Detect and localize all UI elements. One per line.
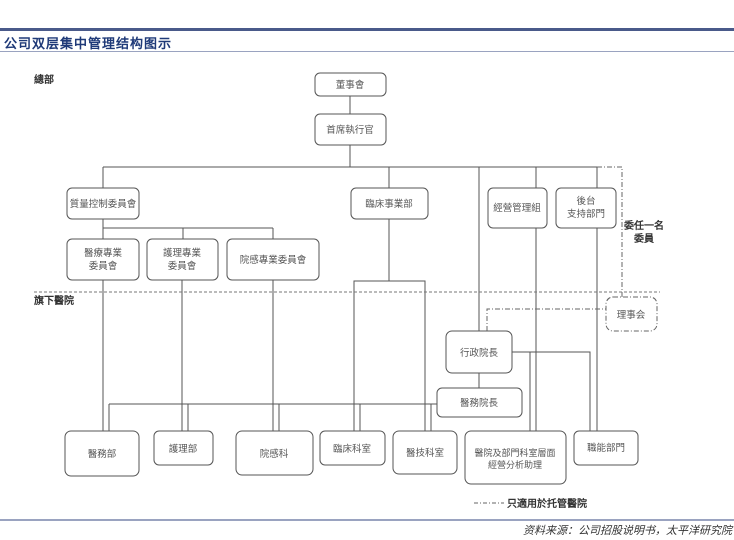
label-nursing-dept: 護理部 <box>169 443 198 455</box>
node-qc-committee <box>66 187 140 220</box>
page-title: 公司双层集中管理结构图示 <box>4 37 173 52</box>
node-nursing-dept <box>153 430 214 466</box>
label-backoffice-2: 支持部門 <box>567 208 605 220</box>
label-analysis-assist-2: 經營分析助理 <box>488 459 542 471</box>
hospital-board-border <box>605 296 658 332</box>
appoint-member-line <box>597 166 623 299</box>
node-functional-depts <box>573 430 639 466</box>
label-clinical-depts: 臨床科室 <box>333 443 371 455</box>
label-medical-affairs: 醫務部 <box>88 448 117 460</box>
node-exec-president <box>445 330 513 374</box>
node-medical-committee <box>66 238 140 281</box>
label-clinical-division: 臨床事業部 <box>365 198 413 210</box>
label-exec-president: 行政院長 <box>460 347 499 359</box>
node-infection-committee <box>226 238 320 281</box>
label-hospital-board: 理事会 <box>617 309 646 321</box>
label-ceo: 首席執行官 <box>326 124 374 136</box>
connector <box>353 280 426 431</box>
source-note: 资料来源：公司招股说明书，太平洋研究院 <box>523 524 732 537</box>
label-functional-depts: 職能部門 <box>587 442 625 454</box>
node-clinical-division <box>350 187 429 220</box>
label-nursing-committee-2: 委員會 <box>168 260 197 272</box>
node-nursing-committee <box>146 238 219 281</box>
connector-lines <box>102 96 598 431</box>
legend-label: 只適用於托管醫院 <box>507 497 587 510</box>
label-nursing-committee-1: 護理專業 <box>163 247 202 259</box>
label-medical-president: 醫務院長 <box>460 397 499 409</box>
label-medtech-depts: 醫技科室 <box>406 447 444 459</box>
header-accent-bar <box>0 28 734 31</box>
label-medical-committee-2: 委員會 <box>89 260 118 272</box>
node-medical-affairs <box>64 430 140 477</box>
section-label-hospitals: 旗下醫院 <box>34 294 74 307</box>
node-board <box>314 72 387 97</box>
connector <box>512 351 591 431</box>
node-medtech-depts <box>392 430 458 475</box>
node-ops-mgmt-group <box>487 187 548 229</box>
label-analysis-assist-1: 醫院及部門科室層面 <box>474 447 555 459</box>
node-infection-dept <box>235 430 314 476</box>
node-ceo <box>314 113 387 146</box>
label-qc-committee: 質量控制委員會 <box>70 198 137 210</box>
appoint-member-label-2: 委員 <box>633 232 654 245</box>
label-board: 董事會 <box>336 79 365 91</box>
node-analysis-assist <box>464 430 567 485</box>
label-backoffice-1: 後台 <box>576 195 595 207</box>
footer-divider <box>0 519 734 521</box>
node-backoffice <box>555 187 617 229</box>
label-medical-committee-1: 醫療專業 <box>84 247 123 259</box>
section-label-headquarters: 總部 <box>34 73 54 86</box>
node-medical-president <box>436 387 523 418</box>
title-divider <box>0 51 734 52</box>
node-clinical-depts <box>319 430 386 466</box>
label-infection-committee: 院感專業委員會 <box>240 254 307 266</box>
label-ops-mgmt-group: 經營管理組 <box>493 202 541 214</box>
appoint-member-label-1: 委任一名 <box>623 219 664 232</box>
managed-only-lines <box>486 166 658 332</box>
board-to-exec-line <box>486 308 606 331</box>
label-infection-dept: 院感科 <box>260 448 289 460</box>
